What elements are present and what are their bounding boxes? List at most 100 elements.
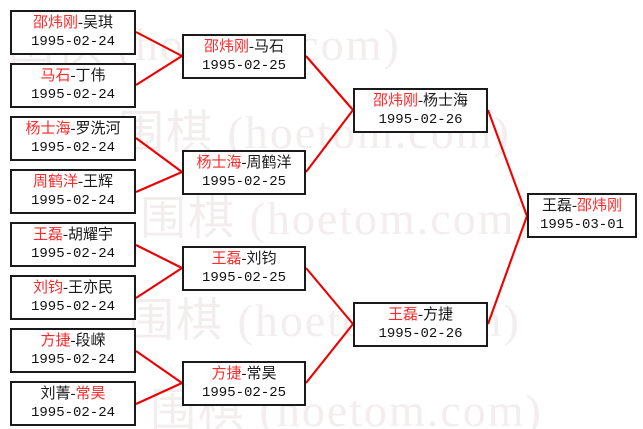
match-players: 邵炜刚-杨士海 — [355, 92, 486, 111]
player-left: 周鹤洋 — [32, 174, 78, 190]
connector-r3m1-final — [487, 109, 528, 217]
match-box[interactable]: 方捷-段嵘 1995-02-24 — [10, 328, 136, 373]
player-right: 罗洗河 — [75, 121, 121, 137]
vs-dash: - — [78, 15, 83, 31]
vs-dash: - — [70, 333, 76, 349]
match-date: 1995-02-24 — [30, 405, 115, 421]
vs-dash: - — [63, 280, 68, 296]
match-players: 王磊-胡耀宇 — [12, 226, 134, 245]
match-date: 1995-02-24 — [30, 246, 115, 262]
player-left: 邵炜刚 — [32, 15, 78, 31]
connector-r2m1-r3m1 — [305, 55, 354, 111]
player-right: 丁伟 — [75, 68, 106, 84]
player-right: 马石 — [254, 39, 285, 55]
match-box-final[interactable]: 王磊-邵炜刚 1995-03-01 — [527, 193, 637, 238]
match-box[interactable]: 邵炜刚-马石 1995-02-25 — [182, 34, 306, 79]
connector-r1m7-r2m4 — [135, 350, 183, 384]
player-left: 邵炜刚 — [203, 39, 249, 55]
vs-dash: - — [241, 366, 247, 382]
match-box[interactable]: 刘菁-常昊 1995-02-24 — [10, 381, 136, 426]
match-date: 1995-02-24 — [30, 34, 115, 50]
match-box[interactable]: 邵炜刚-吴琪 1995-02-24 — [10, 10, 136, 55]
vs-dash: - — [78, 174, 83, 190]
connector-r2m4-r3m2 — [305, 323, 354, 384]
vs-dash: - — [70, 386, 76, 402]
match-box[interactable]: 刘钧-王亦民 1995-02-24 — [10, 275, 136, 320]
match-box[interactable]: 杨士海-罗洗河 1995-02-24 — [10, 116, 136, 161]
match-players: 刘钧-王亦民 — [12, 279, 134, 298]
vs-dash: - — [70, 68, 76, 84]
player-right: 王亦民 — [68, 280, 114, 296]
vs-dash: - — [572, 198, 577, 214]
player-left: 王磊 — [541, 198, 572, 214]
vs-dash: - — [70, 121, 76, 137]
connector-r1m5-r2m3 — [135, 244, 183, 269]
match-date: 1995-02-25 — [201, 58, 286, 74]
match-players: 方捷-段嵘 — [12, 332, 134, 351]
player-right: 吴琪 — [83, 15, 114, 31]
player-right: 胡耀宇 — [68, 227, 114, 243]
match-date: 1995-02-24 — [30, 299, 115, 315]
match-players: 邵炜刚-吴琪 — [12, 14, 134, 33]
player-right: 常昊 — [75, 386, 106, 402]
match-date: 1995-02-25 — [201, 174, 286, 190]
match-date: 1995-02-26 — [378, 326, 463, 342]
player-left: 邵炜刚 — [372, 93, 418, 109]
match-box[interactable]: 邵炜刚-杨士海 1995-02-26 — [353, 88, 488, 133]
player-left: 方捷 — [211, 366, 242, 382]
match-box[interactable]: 王磊-胡耀宇 1995-02-24 — [10, 222, 136, 267]
match-date: 1995-02-24 — [30, 352, 115, 368]
player-right: 刘钧 — [246, 251, 277, 267]
match-date: 1995-02-25 — [201, 385, 286, 401]
connector-r2m2-r3m1 — [305, 109, 354, 173]
connector-r1m8-r2m4 — [135, 382, 183, 405]
match-box[interactable]: 杨士海-周鹤洋 1995-02-25 — [182, 150, 306, 195]
match-box[interactable]: 马石-丁伟 1995-02-24 — [10, 63, 136, 108]
match-players: 刘菁-常昊 — [12, 385, 134, 404]
vs-dash: - — [249, 39, 254, 55]
player-left: 方捷 — [40, 333, 71, 349]
player-left: 王磊 — [387, 307, 418, 323]
connector-r1m4-r2m2 — [135, 171, 183, 193]
match-date: 1995-02-26 — [378, 112, 463, 128]
player-left: 王磊 — [211, 251, 242, 267]
match-players: 王磊-方捷 — [355, 306, 486, 325]
match-box[interactable]: 王磊-刘钧 1995-02-25 — [182, 246, 306, 291]
connector-r1m2-r2m1 — [135, 55, 183, 86]
player-left: 刘钧 — [32, 280, 63, 296]
vs-dash: - — [418, 93, 423, 109]
match-date: 1995-02-25 — [201, 270, 286, 286]
connector-r3m2-final — [487, 215, 528, 325]
connector-r1m1-r2m1 — [135, 31, 183, 57]
match-box[interactable]: 王磊-方捷 1995-02-26 — [353, 302, 488, 347]
player-right: 杨士海 — [423, 93, 469, 109]
player-right: 段嵘 — [75, 333, 106, 349]
match-box[interactable]: 周鹤洋-王辉 1995-02-24 — [10, 169, 136, 214]
connector-r1m3-r2m2 — [135, 137, 183, 173]
vs-dash: - — [241, 251, 247, 267]
match-players: 周鹤洋-王辉 — [12, 173, 134, 192]
vs-dash: - — [63, 227, 68, 243]
match-players: 马石-丁伟 — [12, 67, 134, 86]
player-right: 邵炜刚 — [577, 198, 623, 214]
connector-r2m3-r3m2 — [305, 267, 354, 325]
match-players: 邵炜刚-马石 — [184, 38, 304, 57]
match-players: 王磊-刘钧 — [184, 250, 304, 269]
match-date: 1995-02-24 — [30, 87, 115, 103]
player-left: 王磊 — [32, 227, 63, 243]
player-left: 马石 — [40, 68, 71, 84]
match-players: 杨士海-罗洗河 — [12, 120, 134, 139]
match-date: 1995-03-01 — [539, 217, 624, 233]
player-right: 方捷 — [423, 307, 454, 323]
player-left: 杨士海 — [196, 155, 242, 171]
player-left: 刘菁 — [40, 386, 71, 402]
match-players: 杨士海-周鹤洋 — [184, 154, 304, 173]
match-date: 1995-02-24 — [30, 193, 115, 209]
player-left: 杨士海 — [25, 121, 71, 137]
vs-dash: - — [241, 155, 247, 171]
match-box[interactable]: 方捷-常昊 1995-02-25 — [182, 361, 306, 406]
connector-r1m6-r2m3 — [135, 267, 183, 299]
match-players: 方捷-常昊 — [184, 365, 304, 384]
